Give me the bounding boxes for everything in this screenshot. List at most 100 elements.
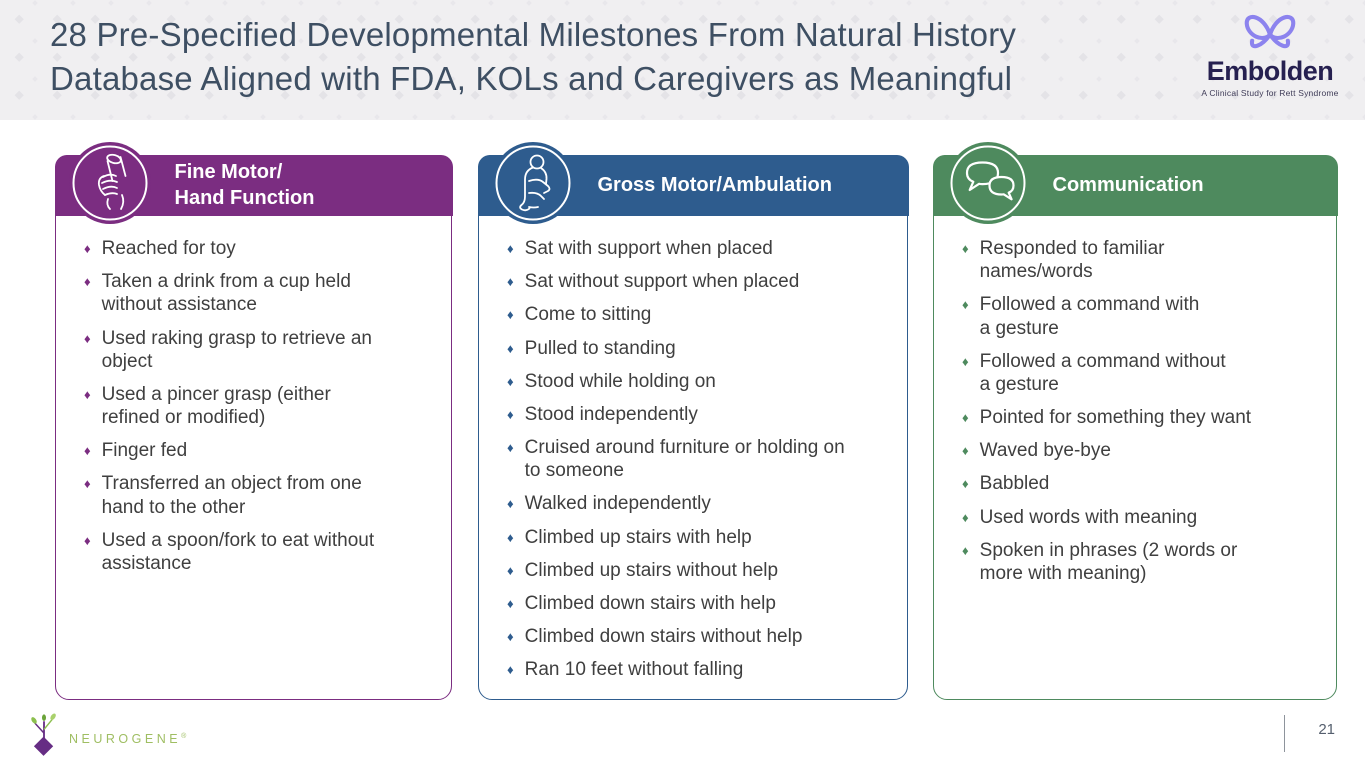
page-number: 21 [1318, 721, 1335, 738]
milestone-text: Responded to familiar names/words [979, 238, 1165, 283]
milestone-text: Stood independently [524, 403, 698, 425]
diamond-bullet-icon: ♦ [507, 496, 514, 512]
neurogene-tree-icon [31, 713, 56, 756]
embolden-tagline: A Clinical Study for Rett Syndrome [1201, 88, 1339, 98]
milestone-item: ♦ Sat with support when placed [507, 237, 893, 260]
milestone-text: Waved bye-bye [979, 440, 1111, 462]
milestone-item: ♦ Stood while holding on [507, 370, 893, 393]
milestone-text: Cruised around furniture or holding on t… [524, 437, 845, 482]
milestone-text: Climbed down stairs without help [524, 626, 803, 648]
butterfly-icon [1244, 14, 1296, 49]
milestone-text: Pulled to standing [524, 337, 676, 359]
diamond-bullet-icon: ♦ [507, 241, 514, 256]
milestone-list-communication: ♦ Responded to familiar names/words ♦ Follo… [934, 217, 1336, 595]
milestone-text: Sat with support when placed [524, 238, 773, 259]
diamond-bullet-icon: ♦ [507, 406, 514, 422]
diamond-bullet-icon: ♦ [507, 662, 514, 678]
diamond-bullet-icon: ♦ [962, 476, 969, 492]
milestone-item: ♦ Climbed up stairs without help [507, 559, 893, 582]
milestone-text: Transferred an object from one hand to t… [101, 473, 362, 518]
diamond-bullet-icon: ♦ [507, 440, 514, 456]
embolden-logo: Embolden A Clinical Study for Rett Syndr… [1191, 6, 1349, 98]
milestone-item: ♦Used raking grasp to retrieve an object [84, 327, 437, 373]
milestone-item: ♦ Climbed up stairs with help [507, 526, 893, 549]
milestone-item: ♦ Followed a command without a gesture [962, 350, 1322, 396]
milestone-item: ♦ Spoken in phrases (2 words or more with… [962, 539, 1322, 585]
milestone-item: ♦ Cruised around furniture or holding on … [507, 436, 893, 482]
diamond-bullet-icon: ♦ [507, 307, 514, 323]
milestone-item: ♦Pointed for something they want [962, 406, 1322, 429]
milestone-card-communication: Communication ♦ Responded to familiar nam… [932, 141, 1338, 700]
milestone-item: ♦ Ran 10 feet without falling [507, 658, 893, 681]
registered-mark: ® [181, 732, 187, 740]
diamond-bullet-icon: ♦ [84, 386, 91, 402]
diamond-bullet-icon: ♦ [962, 542, 969, 558]
diamond-bullet-icon: ♦ [507, 629, 514, 645]
diamond-pattern-background [0, 0, 1365, 120]
diamond-bullet-icon: ♦ [962, 241, 969, 256]
diamond-bullet-icon: ♦ [962, 297, 969, 313]
diamond-bullet-icon: ♦ [84, 241, 91, 256]
milestone-item: ♦Pulled to standing [507, 337, 893, 360]
milestone-text: Ran 10 feet without falling [524, 659, 744, 681]
milestone-item: ♦ Stood independently [507, 403, 893, 426]
slide-header: 28 Pre-Specified Developmental Milestone… [0, 0, 1365, 120]
diamond-bullet-icon: ♦ [962, 353, 969, 369]
milestone-text: Climbed up stairs with help [524, 526, 752, 548]
milestone-text: Used a pincer grasp (either refined or m… [101, 383, 331, 429]
diamond-bullet-icon: ♦ [962, 410, 969, 426]
milestone-list-fine-motor: ♦ Reached for toy ♦Taken a drink from a cu… [56, 217, 451, 585]
neurogene-logo: NEUROGENE® [24, 708, 186, 760]
milestone-text: Used words with meaning [979, 506, 1198, 528]
diamond-bullet-icon: ♦ [507, 595, 514, 611]
hand-grasp-icon [68, 141, 151, 224]
milestone-item: ♦ Used a pincer grasp (either refined or … [84, 383, 437, 429]
milestone-card-gross-motor: Gross Motor/Ambulation ♦ Sat with support… [477, 141, 909, 700]
milestone-item: ♦ Climbed down stairs with help [507, 592, 893, 615]
milestone-text: Stood while holding on [524, 370, 716, 392]
milestone-text: Climbed down stairs with help [524, 592, 776, 614]
diamond-bullet-icon: ♦ [84, 532, 91, 548]
milestone-text: Finger fed [101, 440, 188, 462]
diamond-bullet-icon: ♦ [507, 562, 514, 578]
card-header-communication: Communication [932, 141, 1338, 224]
crawling-child-icon [491, 141, 574, 224]
milestone-text: Come to sitting [524, 304, 652, 326]
milestone-item: ♦ Used words with meaning [962, 506, 1322, 529]
milestone-item: ♦ Followed a command with a gesture [962, 293, 1322, 339]
milestone-item: ♦ Babbled [962, 472, 1322, 495]
diamond-bullet-icon: ♦ [962, 443, 969, 459]
milestone-item: ♦ Transferred an object from one hand to … [84, 472, 437, 518]
milestone-text: Babbled [979, 473, 1050, 495]
milestone-item: ♦ Come to sitting [507, 303, 893, 326]
diamond-bullet-icon: ♦ [507, 274, 514, 290]
card-header-gross-motor: Gross Motor/Ambulation [477, 141, 909, 224]
diamond-bullet-icon: ♦ [84, 476, 91, 492]
diamond-bullet-icon: ♦ [84, 330, 91, 346]
diamond-bullet-icon: ♦ [84, 274, 91, 290]
diamond-bullet-icon: ♦ [962, 509, 969, 525]
milestone-text: Climbed up stairs without help [524, 559, 779, 581]
milestone-text: Followed a command without a gesture [979, 350, 1226, 395]
diamond-bullet-icon: ♦ [507, 529, 514, 545]
milestone-item: ♦ Waved bye-bye [962, 439, 1322, 462]
milestone-item: ♦Walked independently [507, 492, 893, 515]
milestone-item: ♦ Climbed down stairs without help [507, 625, 893, 648]
speech-bubbles-icon [946, 141, 1029, 224]
milestone-item: ♦Used a spoon/fork to eat without assist… [84, 529, 437, 575]
embolden-wordmark: Embolden [1206, 56, 1334, 86]
milestone-item: ♦ Reached for toy [84, 237, 437, 260]
diamond-bullet-icon: ♦ [507, 373, 514, 389]
card-title: Fine Motor/ Hand Function [174, 161, 315, 209]
card-title: Gross Motor/Ambulation [597, 174, 832, 196]
card-title: Communication [1052, 174, 1204, 196]
milestone-item: ♦Taken a drink from a cup held without a… [84, 270, 437, 316]
milestone-list-gross-motor: ♦Sat with support when placed♦Sat withou… [479, 217, 907, 691]
milestone-text: Followed a command with a gesture [979, 294, 1200, 339]
slide-title: 28 Pre-Specified Developmental Milestone… [50, 16, 1017, 97]
milestone-card-fine-motor: Fine Motor/ Hand Function ♦ Reached for t… [54, 141, 453, 700]
milestone-text: Spoken in phrases (2 words or more with … [979, 539, 1238, 584]
page-number-divider [1284, 715, 1285, 752]
milestone-text: Reached for toy [101, 238, 236, 259]
